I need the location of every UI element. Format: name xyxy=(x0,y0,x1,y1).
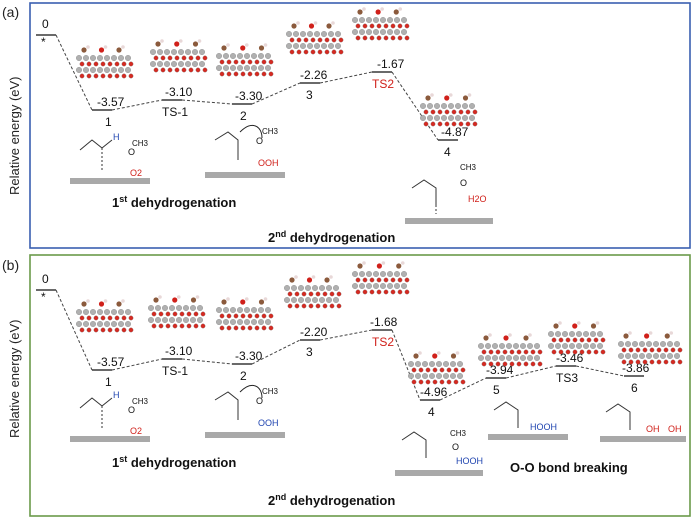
state-ts2: TS2 xyxy=(372,335,394,349)
structure-3 xyxy=(286,21,344,55)
structure-1 xyxy=(76,299,134,333)
panel-b-y-axis-label: Relative energy (eV) xyxy=(7,320,22,439)
structure-ts3 xyxy=(548,321,606,355)
molecule-sketch-2-a: O CH3 OOH xyxy=(205,124,285,178)
ch3-label: CH3 xyxy=(450,429,467,438)
structure-ts2 xyxy=(352,261,410,295)
structure-2 xyxy=(216,43,274,77)
state-3: 3 xyxy=(306,88,313,102)
ooh-label: OOH xyxy=(258,158,279,168)
state-ts1: TS-1 xyxy=(162,105,188,119)
value-2: -3.30 xyxy=(235,349,263,363)
structure-3 xyxy=(284,275,342,309)
ch3-label: CH3 xyxy=(132,139,149,148)
state-1: 1 xyxy=(105,115,112,129)
h-atom-label: H xyxy=(113,390,120,400)
panel-b: (b) Relative energy (eV) 0 * -3.57 -3.10… xyxy=(2,254,691,517)
panel-a: (a) Relative energy (eV) 0 * -3.57 -3.10… xyxy=(2,2,691,249)
state-2: 2 xyxy=(240,109,247,123)
value-4: -4.87 xyxy=(441,125,469,139)
panel-b-border xyxy=(29,254,691,517)
state-ts2: TS2 xyxy=(372,77,394,91)
molecule-sketch-2-b: O CH3 OOH xyxy=(205,384,285,438)
value-1: -3.57 xyxy=(97,355,125,369)
molecule-sketch-4-b: CH3 O HOOH xyxy=(395,429,483,476)
ch3-label: CH3 xyxy=(262,387,279,396)
o2-label: O2 xyxy=(130,426,142,436)
o-atom-label: O xyxy=(256,136,263,146)
state-5: 5 xyxy=(493,383,500,397)
structure-5 xyxy=(478,333,543,367)
state-ts1: TS-1 xyxy=(162,364,188,378)
molecule-sketch-6-b: OH OH xyxy=(600,403,686,442)
h-atom-label: H xyxy=(113,132,120,142)
structure-1 xyxy=(76,45,134,79)
value-1: -3.57 xyxy=(97,95,125,109)
origin-value: 0 xyxy=(42,272,49,286)
structure-ts1 xyxy=(150,39,208,73)
structure-thumbnails-b xyxy=(76,261,683,385)
value-ts2: -1.68 xyxy=(370,315,398,329)
panel-a-label: (a) xyxy=(2,4,19,20)
oh-label-2: OH xyxy=(668,424,682,434)
value-4: -4.96 xyxy=(420,385,448,399)
h2o-label: H2O xyxy=(468,194,487,204)
hooh-label: HOOH xyxy=(530,422,557,432)
o-atom-label: O xyxy=(460,178,467,188)
origin-value: 0 xyxy=(42,17,49,31)
structure-2 xyxy=(216,297,274,331)
state-4: 4 xyxy=(444,145,451,159)
molecule-sketch-1-b: H O CH3 O2 xyxy=(70,390,150,442)
value-2: -3.30 xyxy=(235,89,263,103)
o-atom-label: O xyxy=(452,442,459,452)
hooh-label: HOOH xyxy=(456,456,483,466)
panel-a-y-axis-label: Relative energy (eV) xyxy=(7,77,22,196)
value-ts1: -3.10 xyxy=(165,85,193,99)
structure-ts2 xyxy=(352,7,410,41)
first-dehydrogenation-label-a: 1st dehydrogenation xyxy=(112,194,236,210)
o-atom-label: O xyxy=(128,405,135,415)
value-3: -2.26 xyxy=(300,68,328,82)
ch3-label: CH3 xyxy=(132,397,149,406)
structure-4 xyxy=(408,351,466,385)
value-ts1: -3.10 xyxy=(165,344,193,358)
value-5: -3.94 xyxy=(486,363,514,377)
panel-a-connectors xyxy=(55,34,439,141)
state-1: 1 xyxy=(105,375,112,389)
molecule-sketch-4-a: CH3 O H2O xyxy=(405,163,493,224)
value-ts3: -3.46 xyxy=(556,351,584,365)
structure-4 xyxy=(420,93,478,127)
ooh-label: OOH xyxy=(258,418,279,428)
origin-state: * xyxy=(41,290,46,304)
state-ts3: TS3 xyxy=(556,371,578,385)
molecule-sketch-1-a: H O CH3 O2 xyxy=(70,132,150,184)
structure-6 xyxy=(618,331,683,365)
second-dehydrogenation-label-a: 2nd dehydrogenation xyxy=(268,229,395,245)
o-atom-label: O xyxy=(128,147,135,157)
panel-b-connectors xyxy=(55,289,625,401)
state-3: 3 xyxy=(306,345,313,359)
molecule-sketch-5-b: HOOH xyxy=(488,401,568,440)
value-ts2: -1.67 xyxy=(377,57,405,71)
ch3-label: CH3 xyxy=(460,163,477,172)
value-6: -3.86 xyxy=(622,361,650,375)
state-2: 2 xyxy=(240,369,247,383)
oo-bond-breaking-label: O-O bond breaking xyxy=(510,460,628,475)
panel-a-border xyxy=(29,2,691,249)
structure-ts1 xyxy=(148,295,206,329)
oh-label-1: OH xyxy=(646,424,660,434)
value-3: -2.20 xyxy=(300,325,328,339)
o-atom-label: O xyxy=(256,396,263,406)
panel-b-label: (b) xyxy=(2,257,19,273)
second-dehydrogenation-label-b: 2nd dehydrogenation xyxy=(268,492,395,508)
o2-label: O2 xyxy=(130,168,142,178)
first-dehydrogenation-label-b: 1st dehydrogenation xyxy=(112,454,236,470)
state-6: 6 xyxy=(631,381,638,395)
ch3-label: CH3 xyxy=(262,127,279,136)
state-4: 4 xyxy=(428,405,435,419)
structure-thumbnails-a xyxy=(76,7,478,127)
origin-state: * xyxy=(41,35,46,49)
